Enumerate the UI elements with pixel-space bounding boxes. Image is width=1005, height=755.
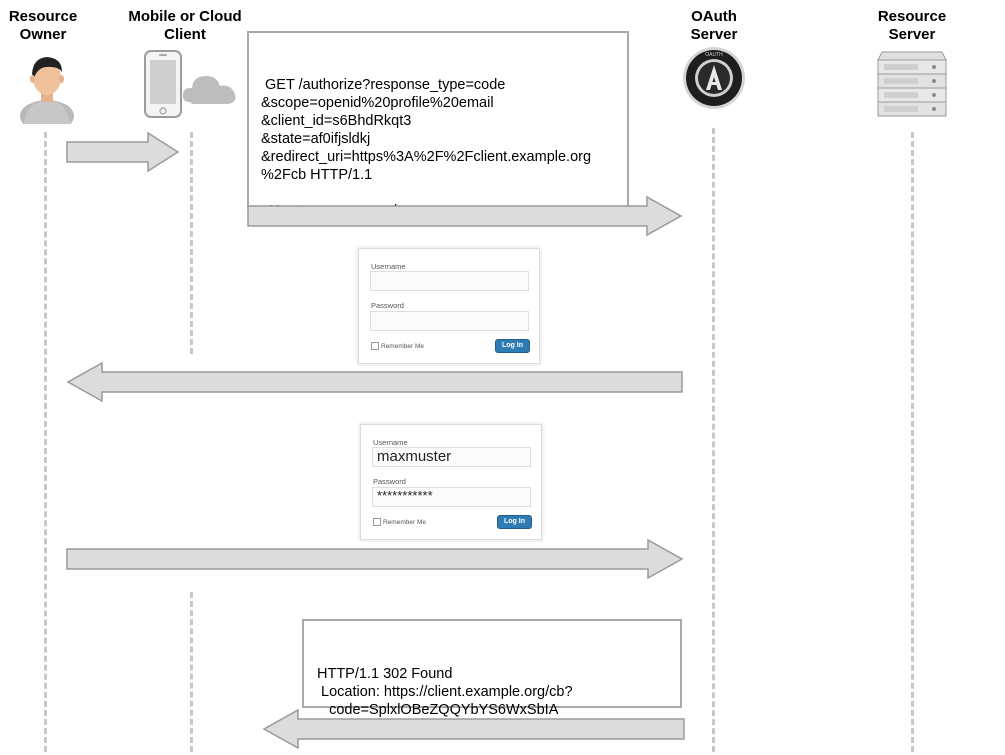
username-label: Username: [373, 438, 408, 447]
password-label: Password: [373, 477, 406, 486]
username-value: maxmuster: [377, 448, 452, 465]
remember-me[interactable]: Remember Me: [373, 518, 426, 526]
password-label: Password: [371, 301, 404, 310]
arrow-client-to-oauth: [247, 196, 683, 236]
username-input[interactable]: maxmuster: [372, 447, 531, 467]
user-icon: [20, 57, 74, 124]
arrow-oauth-to-client: [262, 709, 685, 749]
password-input[interactable]: [370, 311, 529, 331]
lifeline-client-lower: [190, 592, 193, 752]
username-label: Username: [371, 262, 406, 271]
lifeline-client: [190, 132, 193, 354]
authorize-request-box: GET /authorize?response_type=code &scope…: [247, 31, 629, 219]
redirect-response-box: HTTP/1.1 302 Found Location: https://cli…: [302, 619, 682, 736]
phone-cloud-icon: [144, 50, 236, 118]
password-input[interactable]: ***********: [372, 487, 531, 507]
server-rack-icon: [877, 51, 947, 117]
lifeline-oauth-server: [712, 128, 715, 752]
oauth-logo-text: OAUTH: [705, 52, 723, 58]
actor-label-client: Mobile or Cloud Client: [128, 8, 242, 43]
lifeline-resource-owner: [44, 132, 47, 752]
arrow-owner-to-oauth: [66, 539, 684, 579]
arrow-owner-to-client: [66, 131, 180, 173]
actor-label-resource-server: Resource Server: [877, 8, 947, 43]
remember-me[interactable]: Remember Me: [371, 342, 424, 350]
arrow-oauth-to-owner: [66, 362, 683, 402]
actor-label-oauth-server: OAuth Server: [690, 8, 738, 43]
oauth-logo-icon: OAUTH: [683, 47, 745, 109]
lifeline-resource-server: [911, 132, 914, 752]
password-value: ***********: [377, 488, 433, 503]
username-input[interactable]: [370, 271, 529, 291]
remember-checkbox[interactable]: [371, 342, 379, 350]
login-form-filled: Username maxmuster Password *********** …: [360, 424, 542, 540]
actor-label-resource-owner: Resource Owner: [8, 8, 78, 43]
remember-checkbox[interactable]: [373, 518, 381, 526]
login-form-empty: Username Password Remember Me Log In: [358, 248, 540, 364]
login-button[interactable]: Log In: [495, 339, 530, 353]
login-button[interactable]: Log In: [497, 515, 532, 529]
